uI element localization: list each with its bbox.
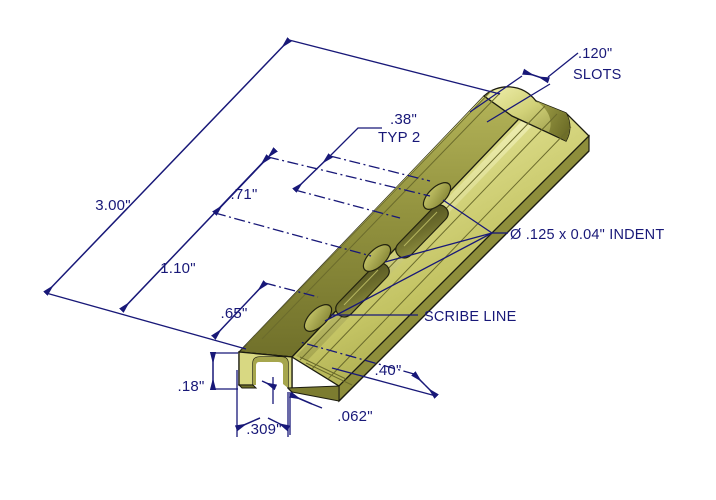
channel-part-solid — [237, 86, 590, 403]
dim-040-line2 — [424, 384, 439, 399]
groove-line-3 — [327, 126, 572, 380]
dim-120-ext-a — [469, 75, 523, 113]
dim-110-ext-top — [267, 156, 431, 197]
groove-line-4 — [246, 89, 493, 345]
indent-note-label: Ø .125 x 0.04" INDENT — [510, 227, 664, 243]
note-scribe-line: SCRIBE LINE — [331, 309, 517, 325]
dim-071-label: .71" — [231, 186, 258, 203]
groove-line-5 — [261, 92, 501, 340]
dim-038-ext-lower — [294, 189, 401, 219]
dim-300-ext-top — [288, 39, 501, 95]
indent-leader-a — [442, 199, 493, 234]
dim-038-leader — [329, 127, 382, 157]
dim-0062-arrow-in-a — [261, 380, 278, 391]
channel-leg-bottom-right — [286, 385, 340, 402]
scribe-line-on-part-2 — [299, 356, 347, 380]
dim-300-ext-bottom — [45, 292, 247, 350]
dim-038-label: .38" — [390, 111, 417, 128]
dimension-0062: .062" — [261, 377, 373, 435]
channel-bottom-edge — [338, 150, 590, 402]
note-indent: Ø .125 x 0.04" INDENT — [324, 199, 664, 322]
dim-120-label: .120" — [578, 46, 612, 62]
dim-040-label: .40" — [375, 362, 402, 379]
dim-0062-arrow-in-b — [288, 391, 313, 405]
indent-leader-b — [384, 232, 493, 263]
groove-line-2 — [311, 113, 558, 370]
channel-end-cap-shadow — [536, 101, 570, 141]
scribe-note-label: SCRIBE LINE — [424, 309, 517, 325]
dimension-071: .71" — [212, 147, 372, 257]
dim-065-label: .65" — [221, 305, 248, 322]
dim-040-line — [411, 371, 426, 386]
dim-040-ext-b — [331, 367, 437, 397]
dim-120-line — [522, 68, 550, 84]
channel-end-profile-inner-shade — [253, 357, 288, 388]
dim-0062-label: .062" — [337, 408, 373, 425]
dim-0062-leader — [311, 403, 323, 409]
dim-0309-arrow-right — [267, 417, 291, 432]
dimension-0309: .309" — [234, 370, 291, 438]
dim-300-label: 3.00" — [95, 197, 131, 214]
indent-lower — [303, 304, 333, 332]
slots-note-label: SLOTS — [573, 67, 622, 83]
channel-leg-bottom-left — [237, 384, 258, 389]
dim-110-label: 1.10" — [160, 260, 196, 277]
dim-0309-arrow-left — [234, 417, 261, 432]
indent-upper — [422, 182, 452, 210]
dim-018-label: .18" — [178, 378, 205, 395]
dim-120-ext-b — [486, 83, 551, 123]
dimension-040: .40" — [299, 341, 439, 399]
dimension-038-typ2: .38" TYP 2 — [292, 111, 431, 219]
scribe-line-on-part — [305, 362, 353, 386]
dimension-018: .18" — [178, 352, 238, 395]
dim-0309-label: .309" — [246, 421, 282, 438]
dim-300-line — [43, 37, 292, 296]
dim-038-ext-upper — [329, 155, 431, 182]
dim-071-ext — [214, 212, 372, 257]
dim-065-line — [211, 280, 268, 340]
dim-038-typ-label: TYP 2 — [378, 129, 420, 146]
dim-038-line — [292, 153, 333, 193]
dim-120-leader — [547, 52, 579, 78]
dimension-slot-width: .120" SLOTS — [469, 46, 622, 123]
indent-leader-c — [324, 232, 493, 322]
dimension-065: .65" — [211, 280, 319, 340]
dim-071-line — [212, 147, 278, 216]
slot-upper — [395, 204, 449, 259]
indent-middle — [362, 244, 392, 272]
dim-065-ext — [264, 282, 319, 298]
